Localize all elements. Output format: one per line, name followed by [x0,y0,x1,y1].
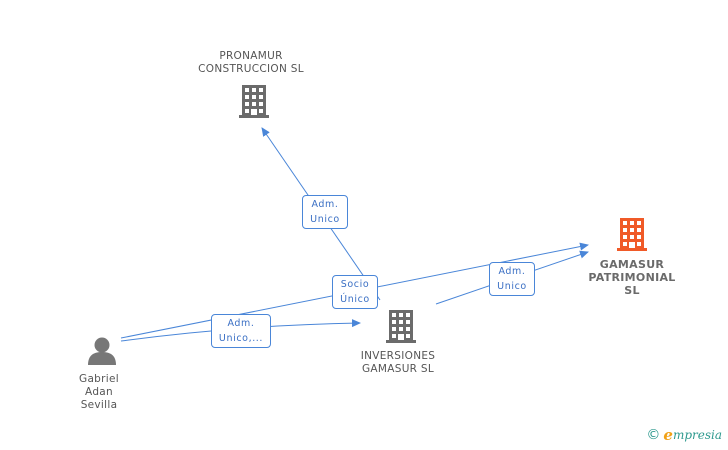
building-icon[interactable] [386,310,416,343]
node-label-gabriel[interactable]: Gabriel Adan Sevilla [79,373,119,411]
node-label-inversiones[interactable]: INVERSIONES GAMASUR SL [360,350,436,375]
brand-name: mpresia [672,428,722,442]
edge-label-adm-unico-inversiones[interactable]: Adm. Unico,... [211,314,271,348]
building-icon[interactable] [239,85,269,118]
edge-label-socio-unico[interactable]: Socio Único [332,275,378,309]
copyright-icon: © [646,427,661,443]
edge-label-adm-unico-gamasur[interactable]: Adm. Unico [489,262,535,296]
node-label-gamasur-patrimonial[interactable]: GAMASUR PATRIMONIAL SL [588,258,676,297]
building-icon-focus[interactable] [617,218,647,251]
person-icon[interactable] [88,337,116,366]
node-label-pronamur[interactable]: PRONAMUR CONSTRUCCION SL [198,50,304,75]
brand-initial: e [663,426,673,444]
edge-label-adm-unico-pronamur[interactable]: Adm. Unico [302,195,348,229]
